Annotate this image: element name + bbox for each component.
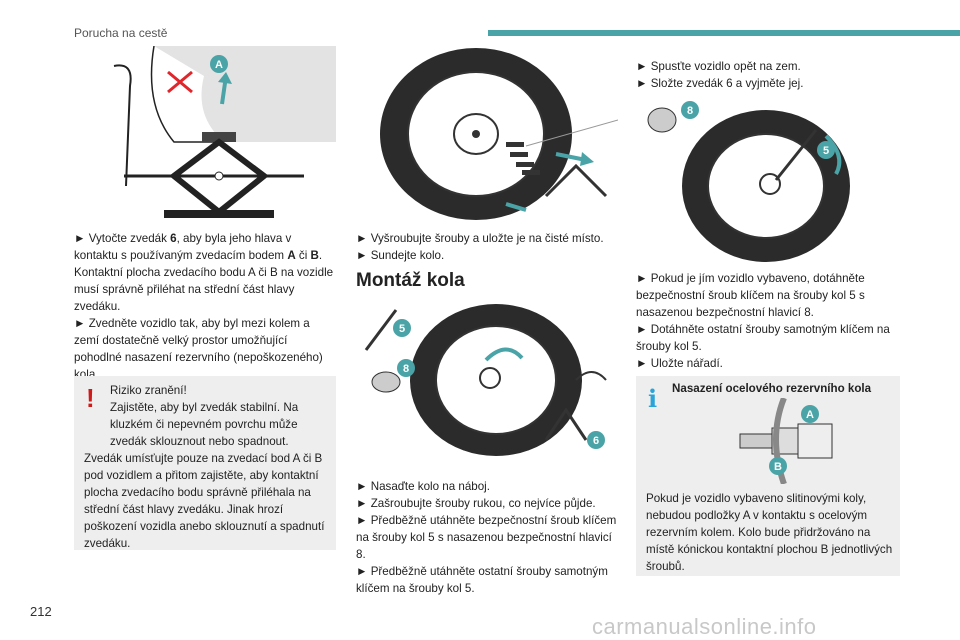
col3-step-1: ► Spusťte vozidlo opět na zem. (636, 60, 801, 73)
info-body: Pokud je vozidlo vybaveno slitinovými ko… (646, 492, 893, 573)
page-number: 212 (30, 604, 52, 619)
label-a: A (215, 59, 223, 71)
section-heading: Montáž kola (356, 270, 465, 291)
wheel-removal-figure (380, 48, 618, 220)
warning-line-3: Zvedák umísťujte pouze na zvedací bod A … (84, 452, 325, 550)
col1-instructions: ► Vytočte zvedák 6, aby byla jeho hlava … (74, 230, 336, 383)
warning-icon: ! (86, 383, 95, 413)
col3-step-2: ► Složte zvedák 6 a vyjměte jej. (636, 77, 804, 90)
col2-step-5: ► Předběžně utáhněte bezpečnostní šroub … (356, 514, 617, 561)
jack-figure: A (74, 46, 336, 222)
watermark: carmanualsonline.info (592, 614, 817, 639)
col2-instructions-top: ► Vyšroubujte šrouby a uložte je na čist… (356, 230, 618, 264)
label-5: 5 (823, 145, 829, 157)
label-a: A (806, 409, 814, 421)
page-header: Porucha na cestě (0, 0, 960, 40)
col1-step-2: ► Zvedněte vozidlo tak, aby byl mezi kol… (74, 317, 323, 381)
info-icon: i (648, 384, 658, 413)
header-accent-bar (488, 30, 960, 36)
label-6: 6 (593, 435, 599, 447)
bolt-figure: A B (739, 398, 833, 484)
col2-step-4: ► Zašroubujte šrouby rukou, co nejvíce p… (356, 497, 596, 510)
warning-line-1: Riziko zranění! (110, 384, 187, 397)
section-title: Porucha na cestě (74, 26, 168, 40)
warning-box: ! Riziko zranění! Zajistěte, aby byl zve… (74, 376, 336, 550)
col3-step-4: ► Dotáhněte ostatní šrouby samotným klíč… (636, 323, 890, 353)
col3-instructions-top: ► Spusťte vozidlo opět na zem. ► Složte … (636, 58, 900, 92)
warning-line-2: Zajistěte, aby byl zvedák stabilní. Na k… (110, 401, 299, 448)
label-8: 8 (687, 105, 693, 117)
label-b: B (774, 461, 782, 473)
info-title: Nasazení ocelového rezervního kola (672, 382, 872, 395)
info-box: i Nasazení ocelového rezervního kola A B… (636, 376, 900, 576)
col1-step-1: ► Vytočte zvedák 6, aby byla jeho hlava … (74, 232, 334, 313)
col2-step-1: ► Vyšroubujte šrouby a uložte je na čist… (356, 232, 604, 245)
label-5: 5 (399, 323, 405, 335)
col2-step-6: ► Předběžně utáhněte ostatní šrouby samo… (356, 565, 608, 595)
col3-step-5: ► Uložte nářadí. (636, 357, 723, 370)
label-a-badge (210, 55, 228, 73)
col3-step-3: ► Pokud je jím vozidlo vybaveno, dotáhně… (636, 272, 865, 319)
col2-step-2: ► Sundejte kolo. (356, 249, 445, 262)
label-8: 8 (403, 363, 409, 375)
col2-step-3: ► Nasaďte kolo na náboj. (356, 480, 490, 493)
col2-instructions-bottom: ► Nasaďte kolo na náboj. ► Zašroubujte š… (356, 478, 618, 597)
wheel-tightening-figure: 8 5 (647, 101, 850, 262)
wheel-mounting-figure: 5 8 6 (364, 304, 607, 456)
col3-instructions-mid: ► Pokud je jím vozidlo vybaveno, dotáhně… (636, 270, 900, 372)
